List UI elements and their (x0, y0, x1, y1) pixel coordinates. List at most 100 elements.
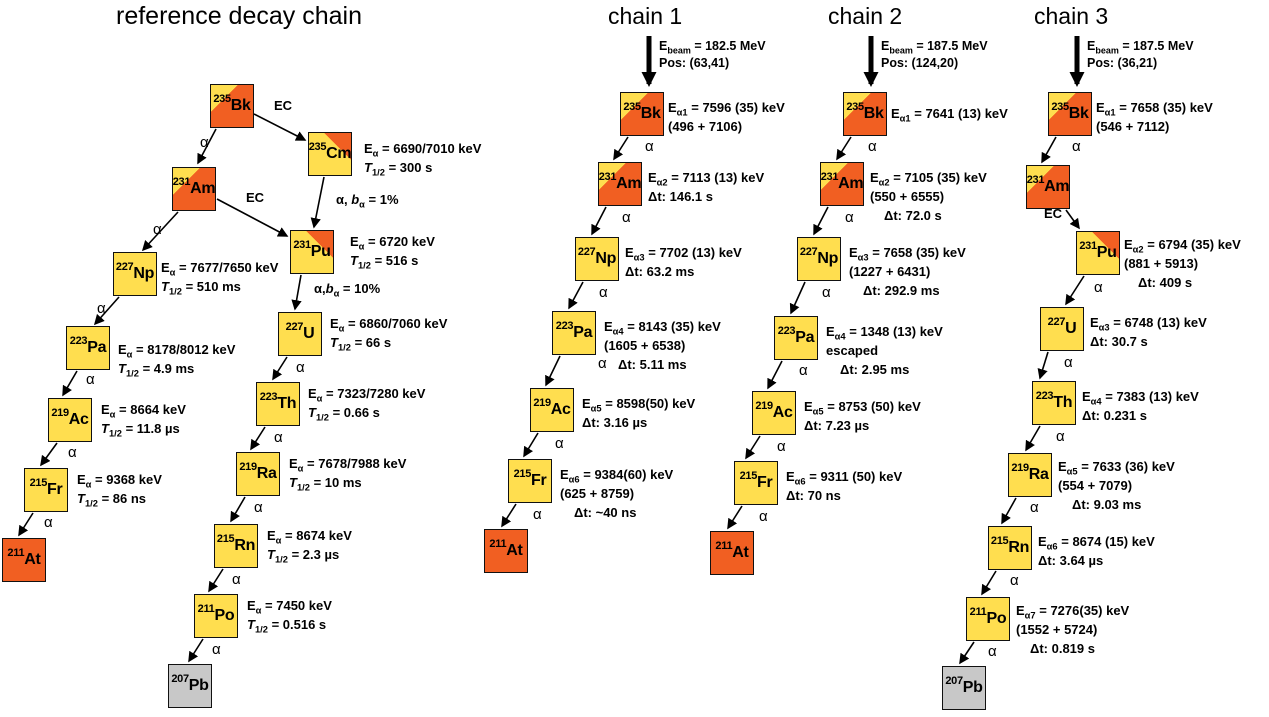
annotation-ref-219ra: Eα = 7678/7988 keV T1/2 = 10 ms (289, 454, 406, 492)
element-symbol: Am (838, 175, 864, 192)
annotation-line: Eα = 8664 keV (101, 402, 186, 420)
element-symbol: Fr (47, 481, 63, 498)
alpha-label: α (254, 499, 263, 516)
annotation-line: (1552 + 5724) (1016, 622, 1098, 637)
annotation-line: Eα = 6690/7010 keV (364, 141, 482, 159)
alpha-arrow (981, 570, 997, 596)
element-symbol: Cm (326, 145, 352, 162)
alpha-arrow (745, 435, 761, 460)
annotation-line: T1/2 = 300 s (364, 160, 433, 178)
annotation-c1-227np: Eα3 = 7702 (13) keV Δt: 63.2 ms (625, 243, 742, 281)
alpha-arrow (836, 136, 852, 161)
mass-number: 219 (239, 461, 257, 473)
mass-number: 235 (213, 93, 231, 105)
beam-energy: Ebeam = 187.5 MeV (1087, 39, 1194, 56)
mass-number: 235 (1051, 101, 1069, 113)
section-title-chain3: chain 3 (1034, 3, 1109, 29)
alpha-label: α (97, 300, 106, 317)
annotation-c1-235bk: Eα1 = 7596 (35) keV (496 + 7106) (668, 98, 785, 136)
alpha-label: α (296, 359, 305, 376)
mass-number: 231 (1026, 174, 1045, 186)
branch-label-alpha-10pct: α,bα = 10% (314, 281, 381, 299)
mass-number: 211 (7, 547, 25, 559)
element-symbol: U (303, 325, 315, 342)
beam-info-chain3: Ebeam = 187.5 MeV Pos: (36,21) (1087, 38, 1194, 72)
annotation-ref-235cm: Eα = 6690/7010 keV T1/2 = 300 s (364, 139, 481, 177)
annotation-line: Eα1 = 7596 (35) keV (668, 100, 785, 118)
alpha-arrow (40, 442, 58, 467)
element-symbol: Bk (640, 105, 661, 122)
alpha-arrow (272, 356, 288, 381)
element-symbol: Pa (87, 339, 107, 356)
annotation-c3-223th: Eα4 = 7383 (13) keV Δt: 0.231 s (1082, 387, 1199, 425)
annotation-line: Eα5 = 8753 (50) keV (804, 399, 921, 417)
element-symbol: Ac (68, 411, 89, 428)
alpha-label: α (777, 438, 786, 455)
annotation-line: T1/2 = 0.516 s (247, 617, 327, 635)
alpha-label: α (555, 435, 564, 452)
annotation-line: Eα = 7323/7280 keV (308, 386, 426, 404)
ec-arrow (1065, 209, 1080, 230)
alpha-arrow (1025, 425, 1041, 452)
alpha-arrow (18, 512, 34, 537)
element-symbol: Po (214, 607, 235, 624)
mass-number: 231 (820, 171, 839, 183)
annotation-line: Eα3 = 7658 (35) keV (849, 245, 966, 263)
ec-label: EC (274, 98, 293, 113)
annotation-line: Eα1 = 7658 (35) keV (1096, 100, 1213, 118)
alpha-label: α (153, 221, 162, 238)
alpha-label: α (799, 362, 808, 379)
mass-number: 219 (755, 400, 773, 412)
element-symbol: Bk (1068, 105, 1089, 122)
section-title-reference: reference decay chain (116, 2, 362, 30)
element-symbol: Ac (550, 401, 571, 418)
alpha-arrow (62, 370, 78, 397)
annotation-c3-227u: Eα3 = 6748 (13) keV Δt: 30.7 s (1090, 313, 1207, 351)
annotation-c3-211po: Eα7 = 7276(35) keV (1552 + 5724) Δt: 0.8… (1016, 601, 1129, 658)
beam-info-chain2: Ebeam = 187.5 MeV Pos: (124,20) (881, 38, 988, 72)
annotation-line: Eα4 = 7383 (13) keV (1082, 389, 1199, 407)
element-symbol: Ra (256, 465, 277, 482)
annotation-line: Δt: 0.819 s (1030, 641, 1095, 656)
mass-number: 227 (285, 321, 304, 333)
alpha-arrow (613, 136, 629, 161)
alpha-label: α (599, 284, 608, 301)
annotation-c2-223pa: Eα4 = 1348 (13) keV escaped Δt: 2.95 ms (826, 322, 943, 379)
annotation-line: Δt: 30.7 s (1090, 334, 1148, 349)
mass-number: 219 (51, 407, 69, 419)
annotation-line: Eα5 = 7633 (36) keV (1058, 459, 1175, 477)
annotation-line: T1/2 = 2.3 µs (267, 547, 340, 565)
element-symbol: Pb (188, 677, 209, 694)
mass-number: 227 (799, 246, 818, 258)
alpha-label: α (68, 444, 77, 461)
annotation-c1-219ac: Eα5 = 8598(50) keV Δt: 3.16 µs (582, 394, 695, 432)
annotation-line: Eα = 6860/7060 keV (330, 316, 448, 334)
annotation-ref-215rn: Eα = 8674 keV T1/2 = 2.3 µs (267, 526, 352, 564)
mass-number: 223 (555, 320, 574, 332)
alpha-label: α (822, 284, 831, 301)
alpha-label: α (598, 355, 607, 372)
element-symbol: Am (1044, 178, 1070, 195)
mass-number: 211 (197, 603, 215, 615)
annotation-line: Δt: 9.03 ms (1072, 497, 1142, 512)
alpha-label: α (86, 371, 95, 388)
alpha-arrow (727, 505, 743, 530)
annotation-ref-227u: Eα = 6860/7060 keV T1/2 = 66 s (330, 314, 447, 352)
element-symbol: Po (986, 610, 1007, 627)
alpha-arrow (208, 568, 224, 593)
element-symbol: Ra (1028, 466, 1049, 483)
alpha-arrow (1037, 351, 1049, 380)
annotation-line: Eα4 = 1348 (13) keV (826, 324, 943, 342)
alpha-label: α (622, 209, 631, 226)
mass-number: 223 (777, 325, 796, 337)
